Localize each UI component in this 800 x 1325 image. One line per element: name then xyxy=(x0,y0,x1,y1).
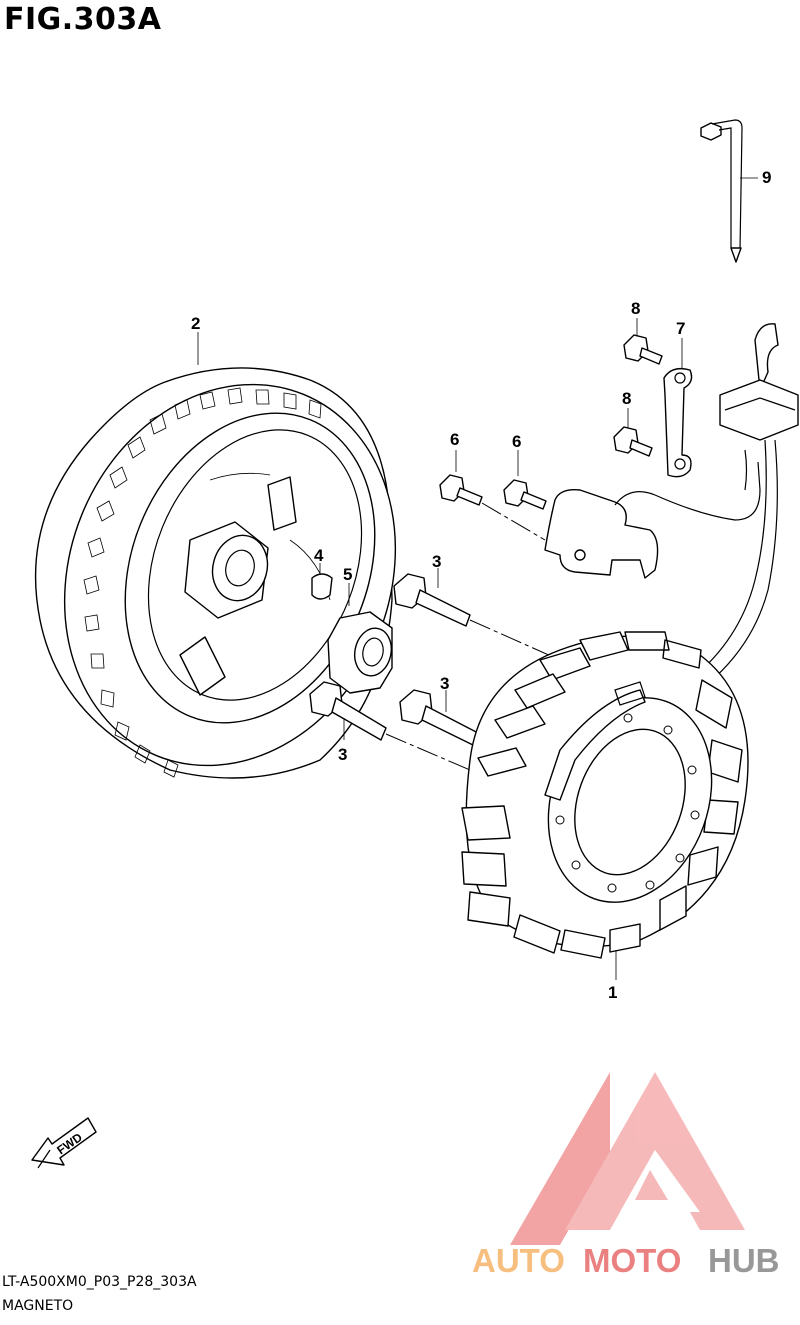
clamp-screw-upper[interactable] xyxy=(623,334,663,365)
rotor-flywheel[interactable] xyxy=(9,334,452,815)
wire-clip[interactable] xyxy=(700,119,743,263)
callout-8-upper: 8 xyxy=(631,299,640,318)
pickup-coil[interactable] xyxy=(544,461,761,579)
callout-3-upper: 3 xyxy=(432,552,441,571)
woodruff-key[interactable] xyxy=(311,573,333,600)
diagram-code: LT-A500XM0_P03_P28_303A xyxy=(2,1274,197,1290)
callout-9: 9 xyxy=(762,168,771,187)
automotohub-logo xyxy=(510,1072,745,1245)
callout-1: 1 xyxy=(608,983,617,1002)
callout-6-right: 6 xyxy=(512,432,521,451)
diagram-name: MAGNETO xyxy=(2,1298,74,1314)
callout-7: 7 xyxy=(676,319,685,338)
callout-4: 4 xyxy=(314,546,324,565)
pickup-screw-left[interactable] xyxy=(439,474,483,506)
stator-bolt-upper[interactable] xyxy=(393,573,471,627)
callout-3-lower: 3 xyxy=(338,745,347,764)
callout-labels: 1 2 3 3 3 4 5 6 6 7 8 8 9 xyxy=(191,168,771,1002)
callout-2: 2 xyxy=(191,314,200,333)
figure-title: FIG.303A xyxy=(4,2,162,37)
automotohub-wordmark: AUTO MOTO HUB xyxy=(472,1242,780,1279)
callout-8-lower: 8 xyxy=(622,389,631,408)
pickup-screw-right[interactable] xyxy=(503,479,547,510)
flywheel-nut[interactable] xyxy=(327,611,396,694)
svg-text:MOTO: MOTO xyxy=(583,1242,681,1279)
wire-harness-connector[interactable] xyxy=(639,323,799,711)
fwd-arrow-icon: FWD xyxy=(31,1117,97,1169)
stator-assembly[interactable] xyxy=(461,631,749,959)
stator-bolt-lower-right[interactable] xyxy=(399,689,481,747)
callout-5: 5 xyxy=(343,565,352,584)
svg-text:HUB: HUB xyxy=(708,1242,780,1279)
clamp-screw-lower[interactable] xyxy=(613,426,653,457)
callout-6-left: 6 xyxy=(450,430,459,449)
wire-clamp[interactable] xyxy=(663,367,693,478)
callout-3-right: 3 xyxy=(440,674,449,693)
svg-text:AUTO: AUTO xyxy=(472,1242,565,1279)
stator-bolt-lower-left[interactable] xyxy=(309,681,387,741)
